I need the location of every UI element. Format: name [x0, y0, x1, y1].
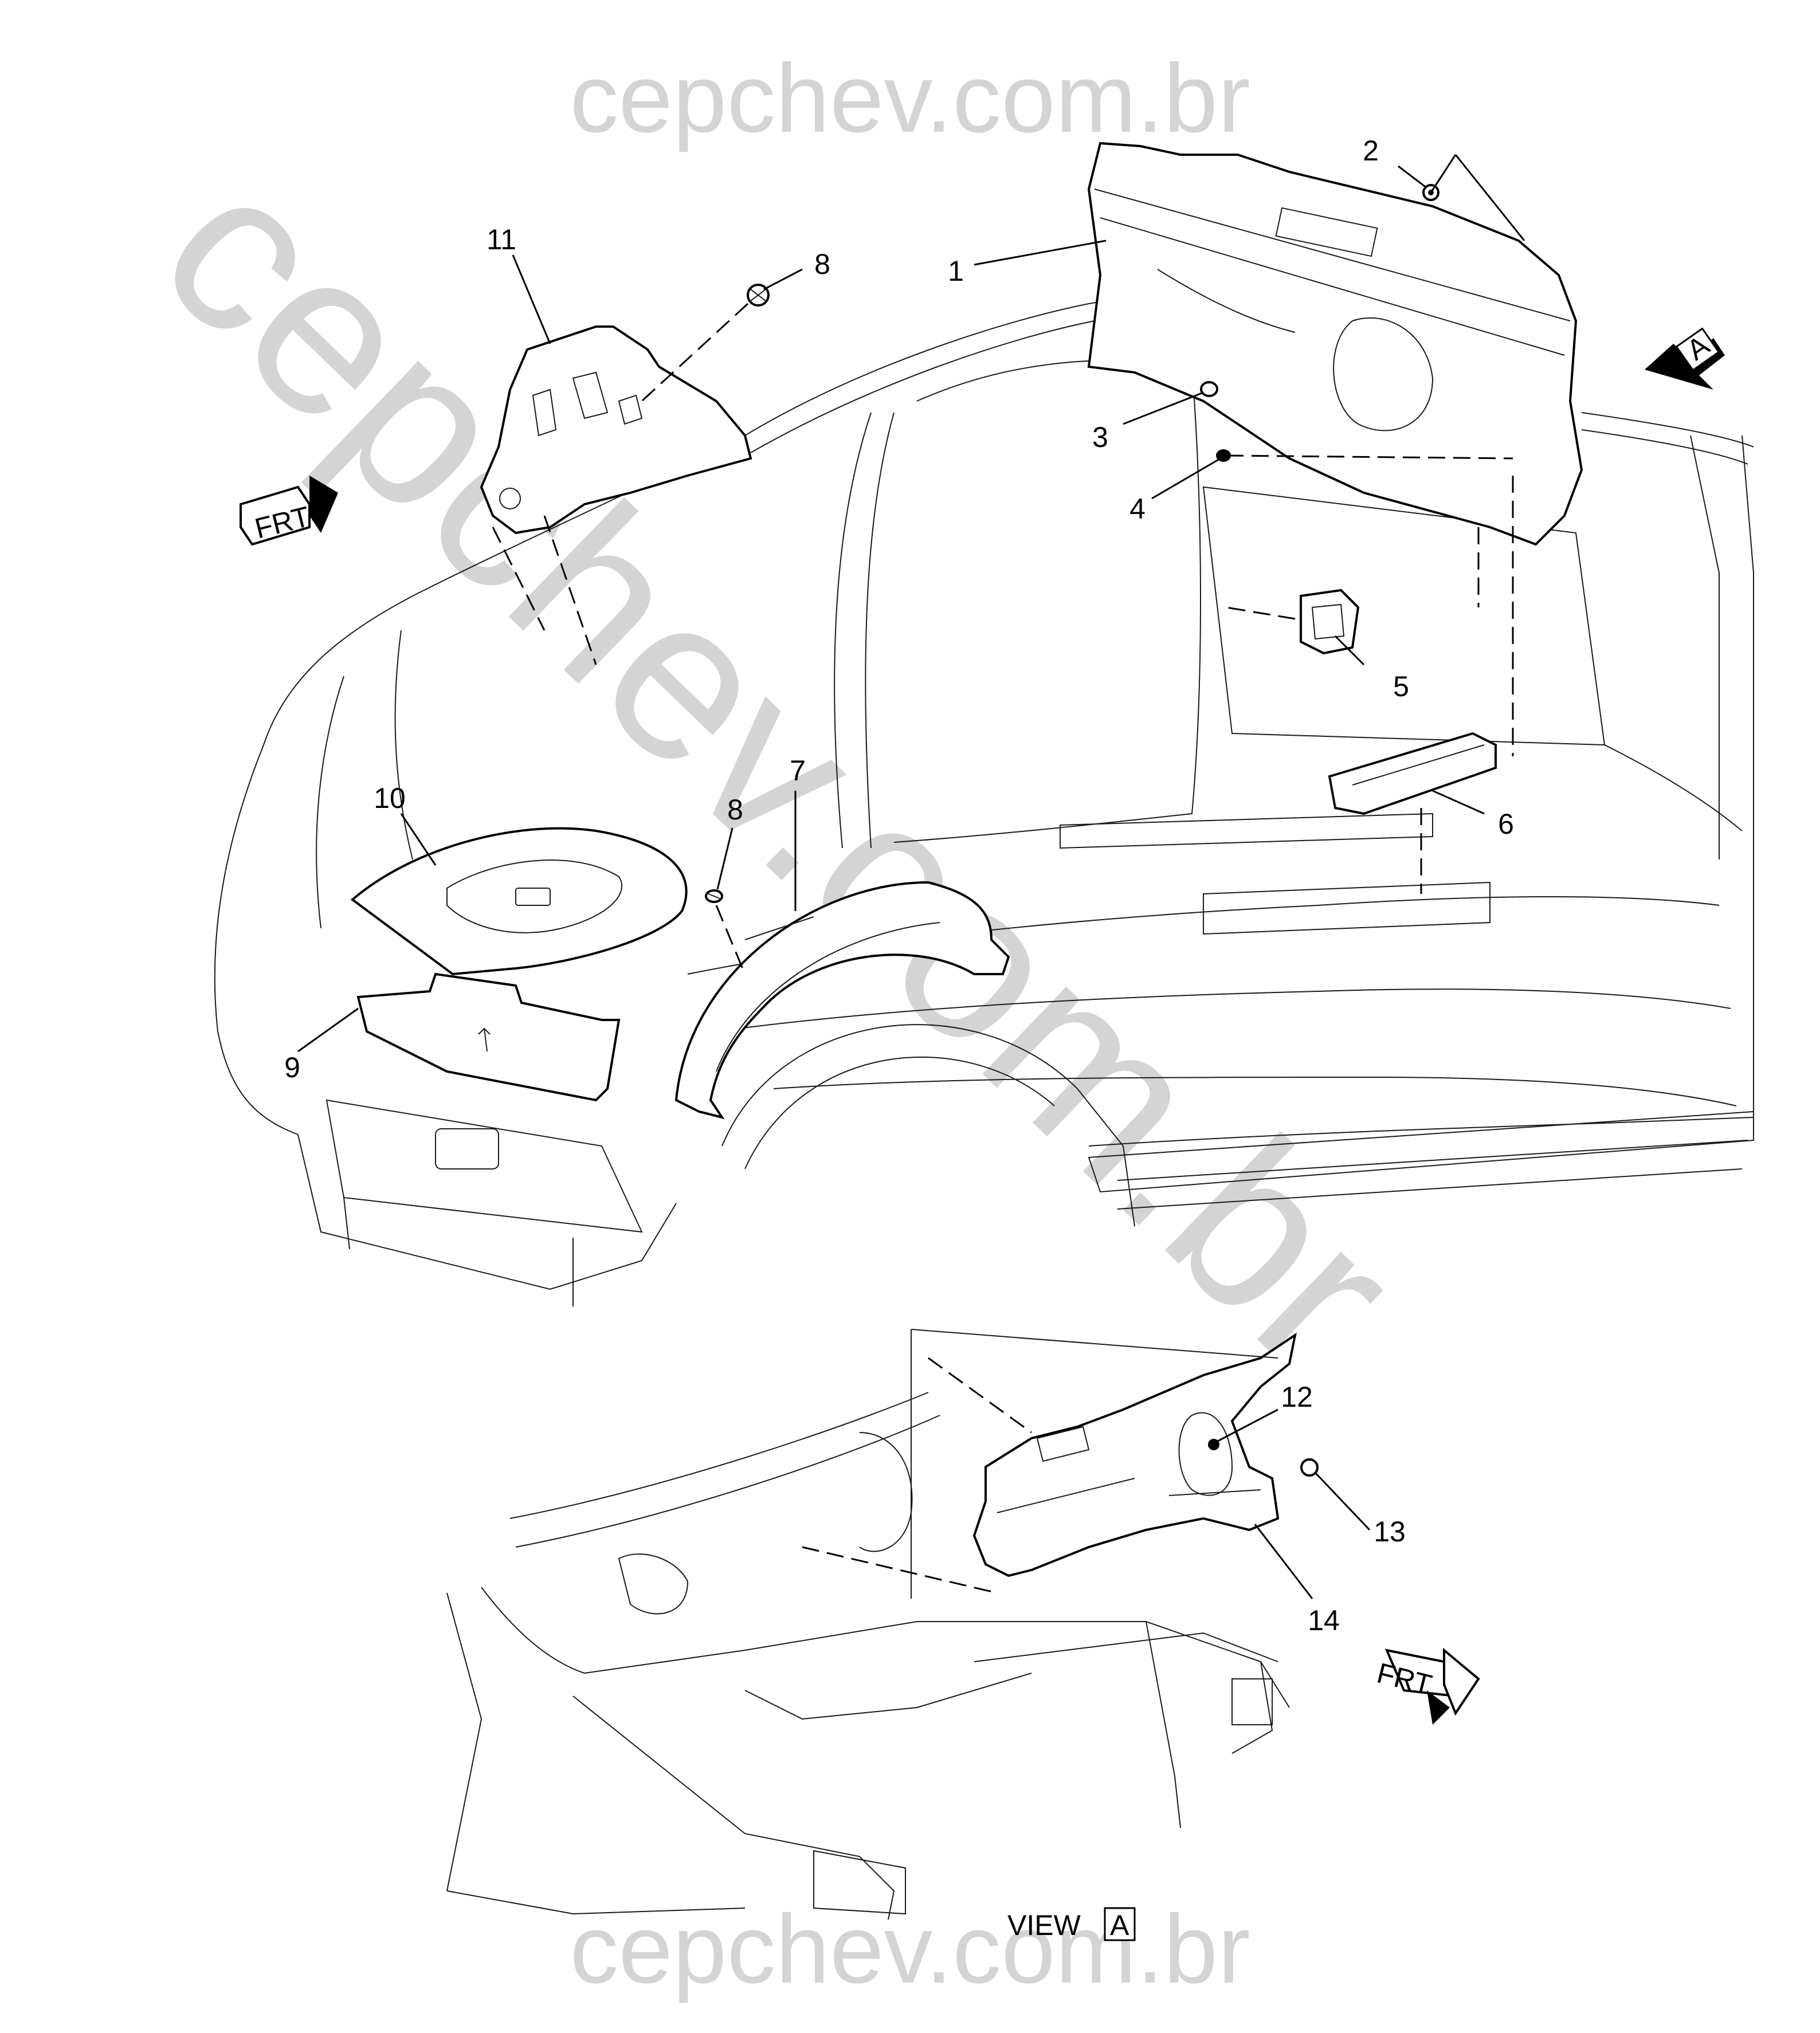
part-13-plug [1300, 1458, 1319, 1477]
part-3-plug [1200, 381, 1218, 397]
callout-1: 1 [948, 255, 964, 287]
part-5-pad [1300, 588, 1360, 655]
view-a-caption-letter: A [1110, 1909, 1129, 1941]
callout-labels: 1 2 3 4 5 6 7 8 8 9 10 11 12 13 14 [284, 135, 1514, 1636]
callout-11: 11 [487, 223, 516, 256]
part-6-block [1328, 732, 1497, 815]
leader-lines-upper [297, 154, 1525, 1053]
callout-12: 12 [1281, 1381, 1313, 1413]
view-a-caption: VIEW A [1007, 1907, 1136, 1941]
part-8-pushpin-upper [747, 284, 770, 307]
frt-arrow-lower: FRT [1374, 1647, 1480, 1725]
frt-arrow-upper: FRT [240, 476, 338, 546]
callout-14: 14 [1308, 1604, 1340, 1636]
leader-lines-lower [802, 1329, 1371, 1599]
view-a-caption-text: VIEW [1007, 1909, 1081, 1941]
part-8-pushpin-lower [705, 889, 723, 903]
callout-7: 7 [790, 755, 806, 787]
view-a-arrow: A [1645, 327, 1725, 390]
part-1-dash-insulator [1087, 142, 1583, 546]
part-10-load-floor [350, 827, 688, 976]
callout-9: 9 [284, 1051, 300, 1084]
callout-2: 2 [1363, 135, 1379, 167]
callout-13: 13 [1374, 1516, 1406, 1548]
part-14-dash-insulator [972, 1332, 1297, 1577]
part-11-quarter-insulator [480, 325, 752, 535]
watermark-bottom: cepchev.com.br [570, 1895, 1250, 2004]
callout-8-upper: 8 [814, 248, 830, 280]
callout-10: 10 [374, 782, 406, 814]
callout-3: 3 [1092, 421, 1108, 453]
callout-8-lower: 8 [727, 794, 743, 826]
callout-4: 4 [1129, 493, 1146, 525]
part-9-rear-panel-trim [356, 972, 621, 1102]
watermark-top: cepchev.com.br [570, 44, 1250, 153]
callout-5: 5 [1393, 670, 1409, 702]
part-12-plug [1208, 1439, 1219, 1450]
body-frame-lower [446, 1392, 1290, 1920]
part-7-wheelhouse-liner [674, 881, 1010, 1120]
callout-6: 6 [1498, 808, 1514, 840]
